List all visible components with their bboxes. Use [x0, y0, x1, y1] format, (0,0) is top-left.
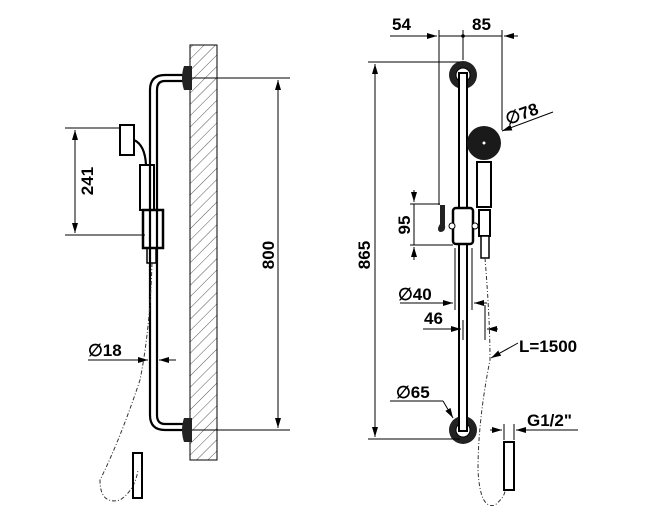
- slider-front: [451, 206, 475, 246]
- hose-connector-side: [132, 452, 143, 499]
- wall-hatched: [189, 44, 218, 461]
- dim-65: ∅65: [396, 383, 430, 402]
- dim-46: 46: [424, 309, 443, 328]
- dim-85: 85: [472, 15, 491, 34]
- wall-bracket-bottom: [182, 418, 192, 442]
- dim-800: 800: [259, 241, 278, 269]
- handshower-handle-front: [476, 161, 492, 208]
- dim-hose-length: L=1500: [519, 337, 577, 356]
- slider-lever: [438, 205, 446, 232]
- hose-front: [477, 257, 506, 507]
- shower-bar-side: [148, 73, 186, 432]
- handshower-handle-side: [139, 164, 155, 211]
- front-view: 54 85 ∅78 865 95 ∅40 46 L=1500 ∅6: [355, 15, 578, 507]
- dim-54: 54: [392, 15, 411, 34]
- slider-side: [141, 208, 165, 250]
- dim-connection: G1/2": [527, 411, 572, 430]
- hose-side: [99, 262, 153, 502]
- dim-95: 95: [395, 216, 414, 235]
- side-view: 800 241 ∅18: [65, 44, 290, 502]
- dim-78: ∅78: [503, 99, 541, 128]
- shower-bar-front: [458, 72, 468, 432]
- dim-40: ∅40: [398, 285, 432, 304]
- dim-865: 865: [355, 241, 374, 269]
- hose-connector-front: [503, 441, 515, 491]
- dim-241: 241: [78, 167, 97, 195]
- handshower-head-side: [119, 124, 135, 156]
- wall-bracket-top: [182, 66, 192, 90]
- dim-18: ∅18: [88, 341, 122, 360]
